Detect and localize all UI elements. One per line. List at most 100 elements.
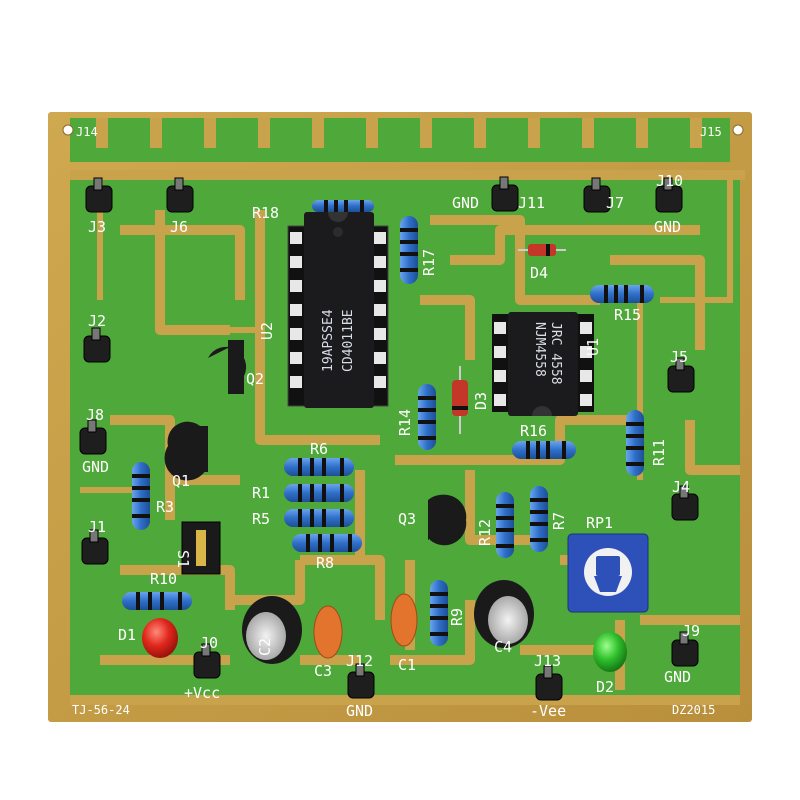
header-j3[interactable]: [85, 177, 113, 213]
label-j8: J8: [86, 406, 104, 424]
label-d2: D2: [596, 678, 614, 696]
resistor-r9: [430, 580, 448, 646]
transistor-q2: [208, 340, 247, 394]
header-j8[interactable]: [79, 419, 107, 455]
capacitor-c3: [313, 605, 343, 659]
label-c1: C1: [398, 656, 416, 674]
label-j14: J14: [76, 125, 98, 139]
header-j0[interactable]: [193, 643, 221, 679]
switch-s1[interactable]: [181, 521, 221, 575]
header-j11[interactable]: [491, 176, 519, 212]
label-j1: J1: [88, 518, 106, 536]
trimpot-rp1[interactable]: [567, 533, 649, 613]
capacitor-c4: [474, 580, 534, 648]
diode-d4: [518, 244, 566, 256]
led-d1: [142, 618, 178, 658]
u2-marking-2: CD4011BE: [341, 309, 356, 372]
chip-u1: JRC 4558 NJM4558: [492, 312, 594, 416]
header-j5[interactable]: [667, 357, 695, 393]
label-r15: R15: [614, 306, 641, 324]
label-q1: Q1: [172, 472, 190, 490]
label-j5: J5: [670, 348, 688, 366]
label-r17: R17: [420, 249, 438, 276]
label-c4: C4: [494, 638, 512, 656]
label-j2: J2: [88, 312, 106, 330]
resistor-r10: [122, 592, 192, 610]
resistor-r15: [590, 285, 654, 303]
diode-d3: [452, 366, 468, 434]
label-c3: C3: [314, 662, 332, 680]
header-j6[interactable]: [166, 177, 194, 213]
label-u1: U1: [584, 338, 602, 356]
transistor-q3: [428, 494, 467, 546]
header-j12[interactable]: [347, 663, 375, 699]
label-r11: R11: [650, 439, 668, 466]
label-s1: S1: [174, 550, 192, 568]
label-r9: R9: [448, 608, 466, 626]
label-r3: R3: [156, 498, 174, 516]
label-j3: J3: [88, 218, 106, 236]
label-q3: Q3: [398, 510, 416, 528]
label-d3: D3: [472, 392, 490, 410]
label-j12: J12: [346, 652, 373, 670]
label-j11-gnd: GND: [452, 194, 479, 212]
label-j0: J0: [200, 634, 218, 652]
header-j1[interactable]: [81, 529, 109, 565]
u1-marking-1: JRC 4558: [548, 322, 563, 385]
mounting-hole-top-left: [62, 124, 74, 136]
label-d4: D4: [530, 264, 548, 282]
resistor-r1: [284, 484, 354, 502]
resistor-r6: [284, 458, 354, 476]
label-j6: J6: [170, 218, 188, 236]
label-j11: J11: [518, 194, 545, 212]
label-rp1: RP1: [586, 514, 613, 532]
label-c2: C2: [256, 638, 274, 656]
label-j4: J4: [672, 478, 690, 496]
header-j13[interactable]: [535, 665, 563, 701]
header-j9[interactable]: [671, 631, 699, 667]
header-j4[interactable]: [671, 485, 699, 521]
label-board-id: TJ-56-24: [72, 703, 130, 717]
resistor-r18: [312, 200, 374, 212]
resistor-r17: [400, 216, 418, 284]
header-j10[interactable]: [655, 177, 683, 213]
label-d1: D1: [118, 626, 136, 644]
resistor-r3: [132, 462, 150, 530]
led-d2: [593, 632, 627, 672]
label-r1: R1: [252, 484, 270, 502]
label-r5: R5: [252, 510, 270, 528]
label-board-code: DZ2015: [672, 703, 715, 717]
resistor-r12: [496, 492, 514, 558]
label-r8: R8: [316, 554, 334, 572]
u2-marking-1: 19APSSE4: [321, 309, 336, 372]
label-r18: R18: [252, 204, 279, 222]
header-j7[interactable]: [583, 177, 611, 213]
label-r10: R10: [150, 570, 177, 588]
label-j8-gnd: GND: [82, 458, 109, 476]
capacitor-c1: [390, 593, 418, 647]
resistor-r14: [418, 384, 436, 450]
label-r12: R12: [476, 519, 494, 546]
label-j13: J13: [534, 652, 561, 670]
transistor-q1: [164, 421, 208, 481]
header-j2[interactable]: [83, 327, 111, 363]
resistor-r16: [512, 441, 576, 459]
label-u2: U2: [258, 322, 276, 340]
label-j12-gnd: GND: [346, 702, 373, 720]
label-r14: R14: [396, 409, 414, 436]
chip-u2: 19APSSE4 CD4011BE: [287, 212, 389, 408]
label-vee: -Vee: [530, 702, 566, 720]
mounting-hole-top-right: [732, 124, 744, 136]
label-q2: Q2: [246, 370, 264, 388]
resistor-r8: [292, 534, 362, 552]
resistor-r5: [284, 509, 354, 527]
resistor-r11: [626, 410, 644, 476]
label-r7: R7: [550, 512, 568, 530]
resistor-r7: [530, 486, 548, 552]
label-r16: R16: [520, 422, 547, 440]
label-j7: J7: [606, 194, 624, 212]
label-j15: J15: [700, 125, 722, 139]
u1-marking-2: NJM4558: [532, 322, 547, 377]
label-j10-gnd: GND: [654, 218, 681, 236]
